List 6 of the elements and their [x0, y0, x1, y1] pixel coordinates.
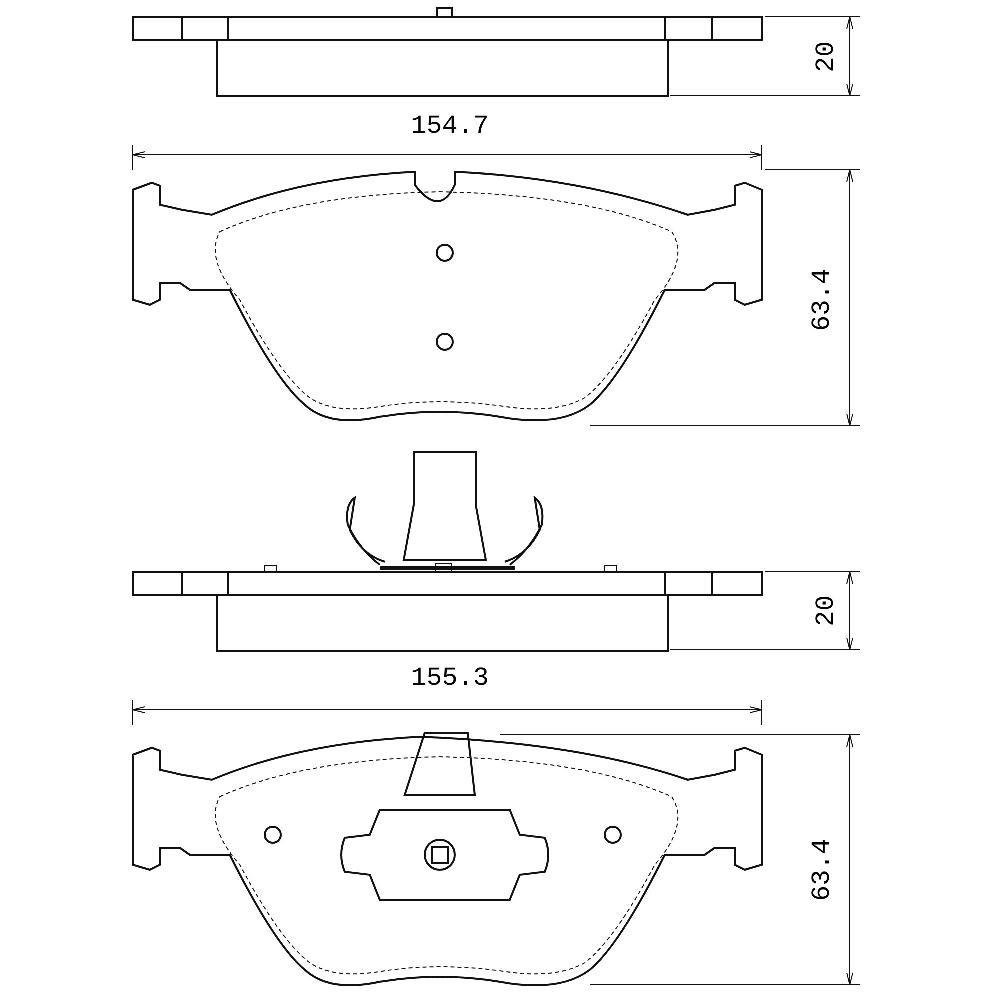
dimension-value: 63.4 — [809, 268, 835, 332]
dimension-value: 63.4 — [809, 838, 835, 902]
dimension-value: 155.3 — [411, 665, 489, 691]
dimension-value: 154.7 — [411, 113, 489, 139]
dimension-value: 20 — [813, 41, 839, 73]
dimension-value: 20 — [813, 595, 839, 627]
